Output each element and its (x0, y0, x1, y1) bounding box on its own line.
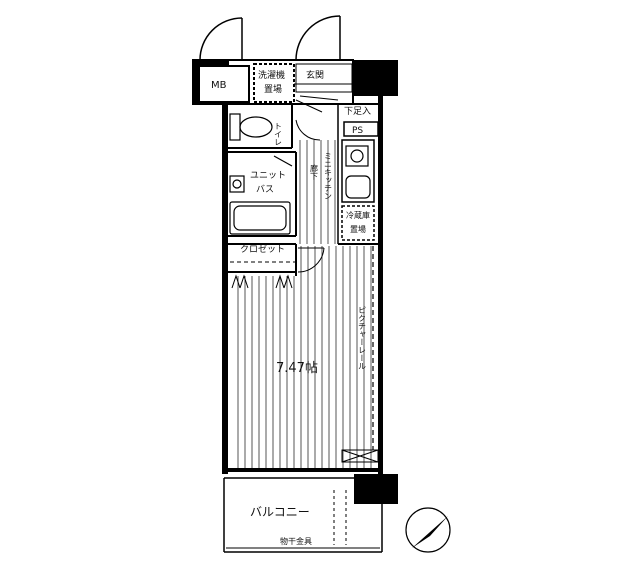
unit-bath-label-2: バス (256, 184, 274, 195)
partitions (228, 103, 379, 276)
fridge-label-2: 置場 (350, 224, 366, 234)
corridor-door-swing (295, 95, 339, 273)
stove-icon (345, 145, 369, 167)
bathtub-icon (229, 155, 293, 235)
door-swing-icon (199, 15, 341, 61)
fridge-label-1: 冷蔵庫 (346, 210, 370, 220)
ps-label: PS (352, 126, 363, 136)
entrance-label: 玄関 (306, 69, 324, 81)
toilet-label: トイレ (274, 122, 283, 146)
balcony-label: バルコニー (250, 505, 310, 519)
balcony-rail-label: 物干金具 (280, 536, 312, 546)
corridor-label: 廊下 (310, 163, 319, 181)
closet-label: クロゼット (240, 243, 285, 255)
main-room-flooring (237, 246, 372, 470)
mb-label: MB (211, 80, 227, 91)
corridor-flooring (299, 140, 336, 244)
walls (193, 60, 398, 504)
closet-doors (230, 261, 296, 289)
washer-label-2: 置場 (264, 83, 282, 95)
mini-kitchen-label: ミニキッチン (324, 152, 333, 200)
main-room-label: 7.47帖 (276, 361, 318, 376)
balcony (223, 477, 383, 553)
unit-bath-label-1: ユニット (250, 171, 286, 181)
window-symbol (341, 449, 379, 463)
picture-rail-label: ピクチャーレール (358, 306, 367, 370)
washer-label-1: 洗濯機 (258, 69, 285, 81)
sink-icon (345, 175, 371, 199)
toilet-icon (229, 113, 273, 141)
shoe-cabinet-label: 下足入 (344, 106, 371, 117)
compass-icon (405, 507, 451, 553)
